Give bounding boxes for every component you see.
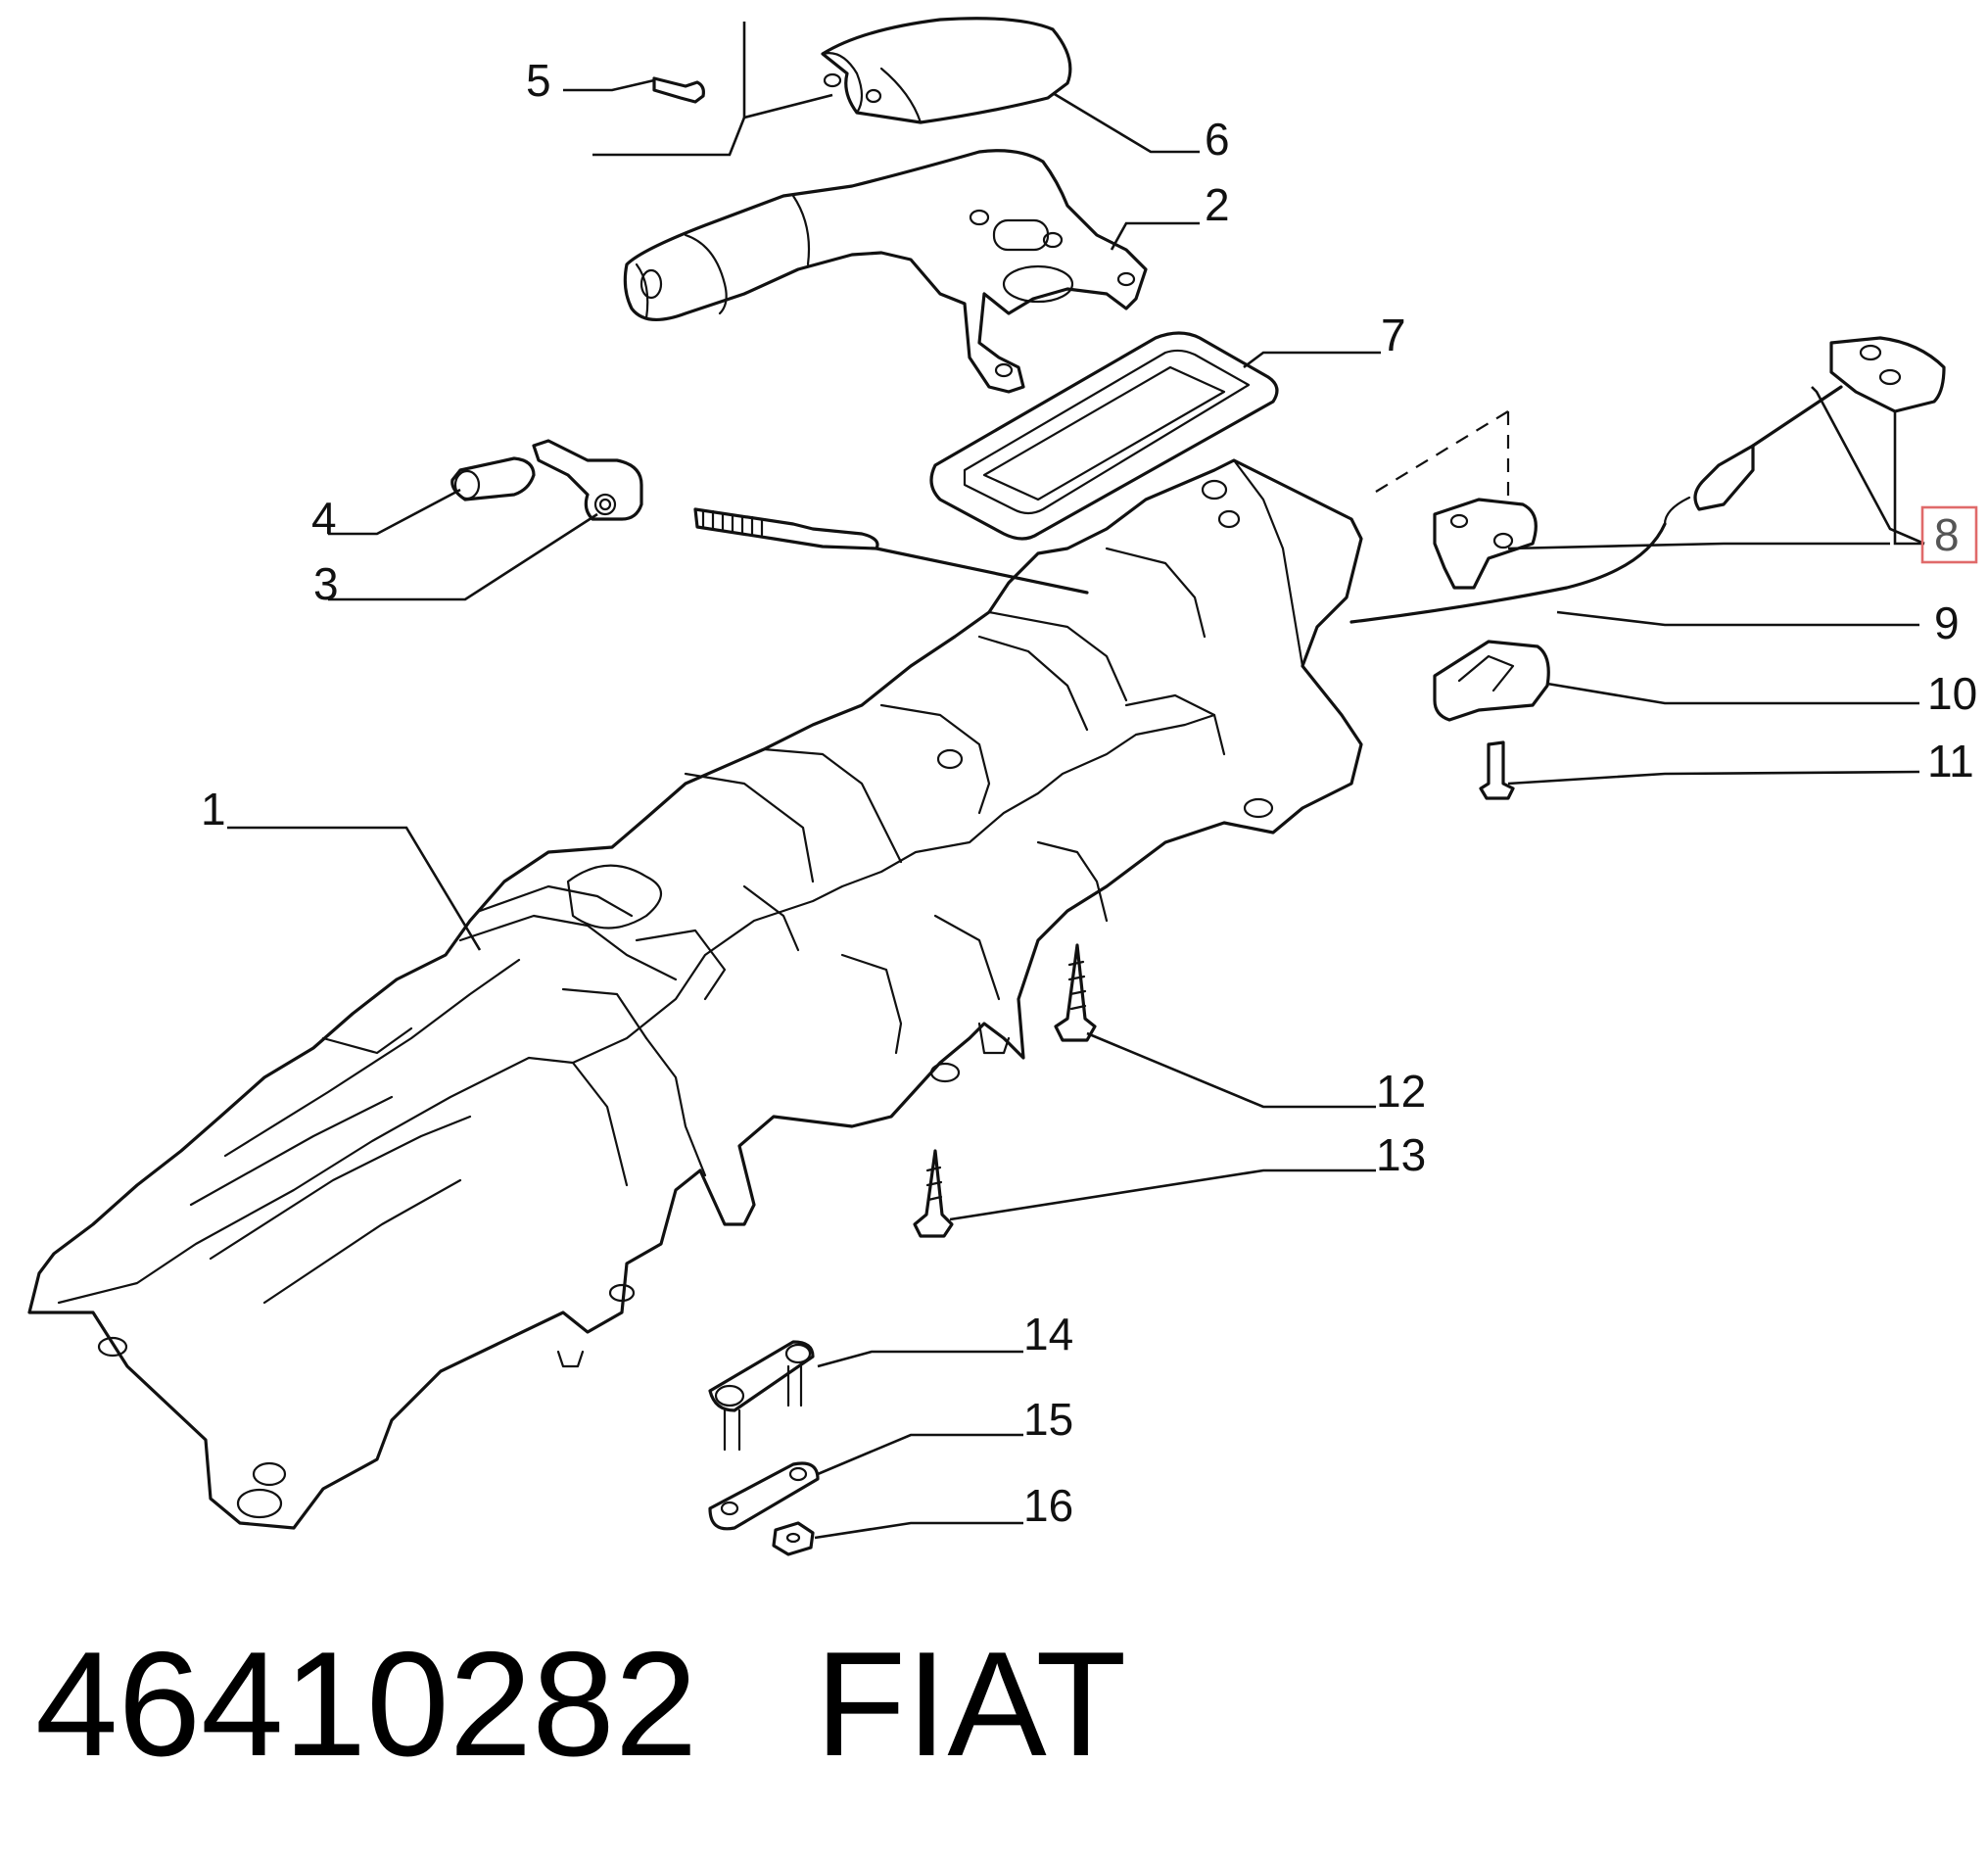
- lever-grip-cover-part: [821, 17, 1072, 124]
- callout-labels: 1 2 3 4 5 6 7 8 9 10 11 12 13 14 15 16: [201, 55, 1977, 1531]
- clip-part-10: [1433, 640, 1550, 722]
- callout-14: 14: [1023, 1309, 1073, 1359]
- screw-part-5: [652, 76, 705, 104]
- nut-part-16: [772, 1521, 815, 1556]
- callout-5: 5: [526, 55, 551, 106]
- brand-name: FIAT: [815, 1621, 1127, 1788]
- callout-2: 2: [1205, 179, 1230, 230]
- plate-part-15: [708, 1461, 820, 1531]
- lever-boot-seal-part: [929, 331, 1279, 541]
- adjuster-rod-part: [693, 507, 1089, 595]
- sleeve-part-4: [450, 456, 536, 501]
- screw-part-11: [1479, 740, 1515, 800]
- callout-11: 11: [1927, 736, 1974, 787]
- callout-6: 6: [1205, 114, 1230, 165]
- tunnel-cover-part: [27, 458, 1363, 1530]
- callout-8-highlight: [1920, 505, 1978, 564]
- callout-4: 4: [311, 493, 337, 544]
- screw-part-13: [913, 1149, 954, 1238]
- part-number: 46410282: [35, 1621, 698, 1788]
- leader-lines: [227, 22, 1925, 1540]
- callout-15: 15: [1023, 1394, 1073, 1445]
- handbrake-lever-part: [623, 149, 1148, 394]
- callout-7: 7: [1381, 310, 1406, 360]
- bracket-part-3: [532, 439, 643, 521]
- callout-13: 13: [1376, 1129, 1426, 1180]
- callout-9: 9: [1934, 597, 1960, 648]
- callout-10: 10: [1927, 668, 1977, 719]
- callout-8: 8: [1934, 509, 1960, 560]
- cable-guide-part-9: [1433, 498, 1538, 590]
- callout-1: 1: [201, 784, 226, 835]
- screw-part-12: [1054, 943, 1097, 1042]
- part-caption: 46410282 FIAT: [35, 1621, 1126, 1788]
- stud-plate-part-14: [708, 1340, 815, 1452]
- callout-12: 12: [1376, 1066, 1426, 1117]
- brake-cable-part-8: [1349, 336, 1946, 624]
- callout-16: 16: [1023, 1480, 1073, 1531]
- callout-3: 3: [313, 558, 339, 609]
